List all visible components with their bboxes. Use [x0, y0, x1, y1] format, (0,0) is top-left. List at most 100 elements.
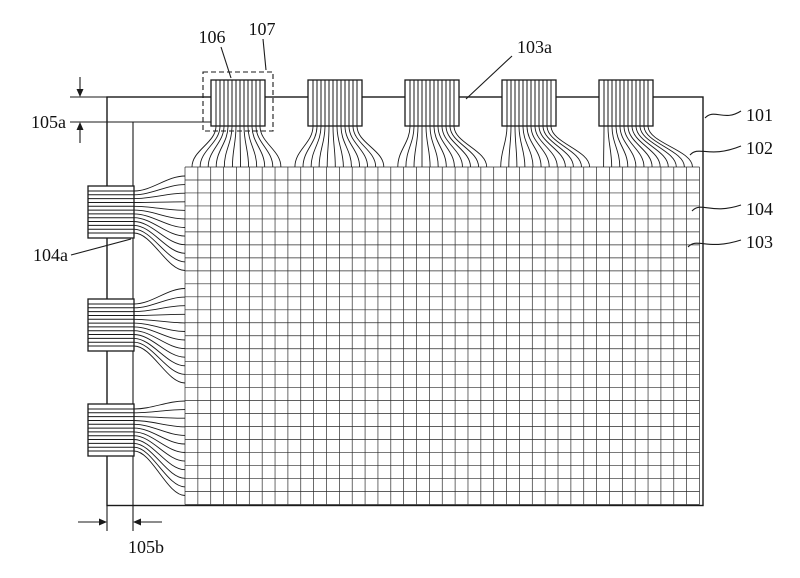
- fanout-line: [344, 125, 361, 168]
- fanout-line: [607, 125, 613, 168]
- fanout-line: [133, 326, 186, 341]
- right-arrow-icon: [99, 518, 107, 526]
- fanout-line: [133, 217, 186, 237]
- fanout-line: [348, 125, 369, 168]
- label-104a: 104a: [33, 245, 68, 265]
- top-pad-block: [598, 79, 654, 127]
- fanout-line: [247, 125, 258, 168]
- left-pad-block: [87, 403, 135, 457]
- leader-107: [262, 38, 267, 71]
- fanout-line: [433, 125, 447, 168]
- fanout-line: [635, 125, 669, 168]
- leader-lines: [70, 38, 742, 256]
- pixel-grid: [184, 166, 700, 505]
- fanout-line: [223, 125, 233, 168]
- left-pad-block: [87, 298, 135, 352]
- fanout-line: [500, 125, 508, 168]
- fanout-line: [133, 330, 186, 350]
- fanout-line: [340, 125, 352, 168]
- fanout-line: [133, 213, 186, 228]
- fanout-line: [526, 125, 542, 168]
- fanout-line: [530, 125, 550, 168]
- fanout-line: [133, 334, 186, 358]
- left-pad-block: [87, 185, 135, 239]
- down-arrow-icon: [76, 89, 84, 97]
- fanout-line: [518, 125, 526, 168]
- fanout-line: [318, 125, 326, 168]
- fanout-line: [191, 125, 217, 168]
- fanout-line: [199, 125, 221, 168]
- fanout-line: [445, 125, 471, 168]
- fanout-line: [429, 125, 439, 168]
- fanout-line: [133, 228, 186, 263]
- fanout-line: [133, 446, 186, 488]
- left-pad-blocks: [87, 175, 186, 496]
- fanout-line: [259, 125, 282, 168]
- label-103a: 103a: [517, 37, 552, 57]
- fanout-line: [133, 400, 186, 410]
- fanout-line: [133, 337, 186, 367]
- fanout-line: [643, 125, 685, 168]
- leader-103a: [465, 55, 513, 100]
- fanout-line: [133, 184, 186, 196]
- top-pad-block: [210, 79, 266, 127]
- label-101: 101: [746, 105, 773, 125]
- top-pad-blocks: [191, 79, 693, 168]
- leader-104a: [70, 238, 132, 256]
- fanout-line: [133, 192, 186, 200]
- fanout-line: [647, 125, 693, 168]
- label-105b: 105b: [128, 537, 164, 557]
- fanout-line: [133, 435, 186, 462]
- fanout-line: [133, 313, 186, 316]
- fanout-line: [133, 450, 186, 496]
- fanout-line: [133, 318, 186, 324]
- fanout-line: [534, 125, 558, 168]
- fanout-line: [352, 125, 377, 168]
- fanout-line: [133, 420, 186, 428]
- label-105a: 105a: [31, 112, 66, 132]
- reference-labels: 106 107 103a 101 102 104 103 105a 104a 1…: [31, 19, 773, 557]
- fanout-line: [326, 125, 330, 168]
- fanout-line: [449, 125, 480, 168]
- fanout-line: [619, 125, 637, 168]
- fanout-line: [133, 409, 186, 414]
- fanout-line: [627, 125, 653, 168]
- label-102: 102: [746, 138, 773, 158]
- dashed-region-107: [202, 71, 274, 132]
- fanout-line: [251, 125, 266, 168]
- fanout-line: [336, 125, 344, 168]
- fanout-line: [405, 125, 415, 168]
- fanout-line: [133, 442, 186, 479]
- fanout-line: [425, 125, 431, 168]
- label-107: 107: [249, 19, 276, 39]
- fanout-line: [133, 322, 186, 332]
- top-pad-block: [404, 79, 460, 127]
- fanout-line: [332, 125, 336, 168]
- fanout-line: [243, 125, 250, 168]
- fanout-line: [133, 288, 186, 305]
- fanout-line: [133, 439, 186, 471]
- fanout-line: [133, 205, 186, 211]
- fanout-line: [437, 125, 455, 168]
- fanout-line: [441, 125, 463, 168]
- fanout-line: [133, 423, 186, 436]
- top-pad-block: [501, 79, 557, 127]
- leader-101: [704, 110, 742, 119]
- fanout-line: [133, 296, 186, 309]
- label-103: 103: [746, 232, 773, 252]
- fanout-line: [215, 125, 229, 168]
- fanout-line: [133, 209, 186, 220]
- fanout-line: [623, 125, 645, 168]
- label-104: 104: [746, 199, 773, 219]
- fanout-line: [538, 125, 566, 168]
- fanout-line: [133, 224, 186, 254]
- leader-104: [691, 204, 742, 212]
- fanout-line: [615, 125, 629, 168]
- fanout-line: [133, 221, 186, 246]
- fanout-line: [542, 125, 574, 168]
- fanout-line: [639, 125, 677, 168]
- fanout-line: [133, 175, 186, 192]
- fanout-line: [397, 125, 411, 168]
- left-arrow-icon: [133, 518, 141, 526]
